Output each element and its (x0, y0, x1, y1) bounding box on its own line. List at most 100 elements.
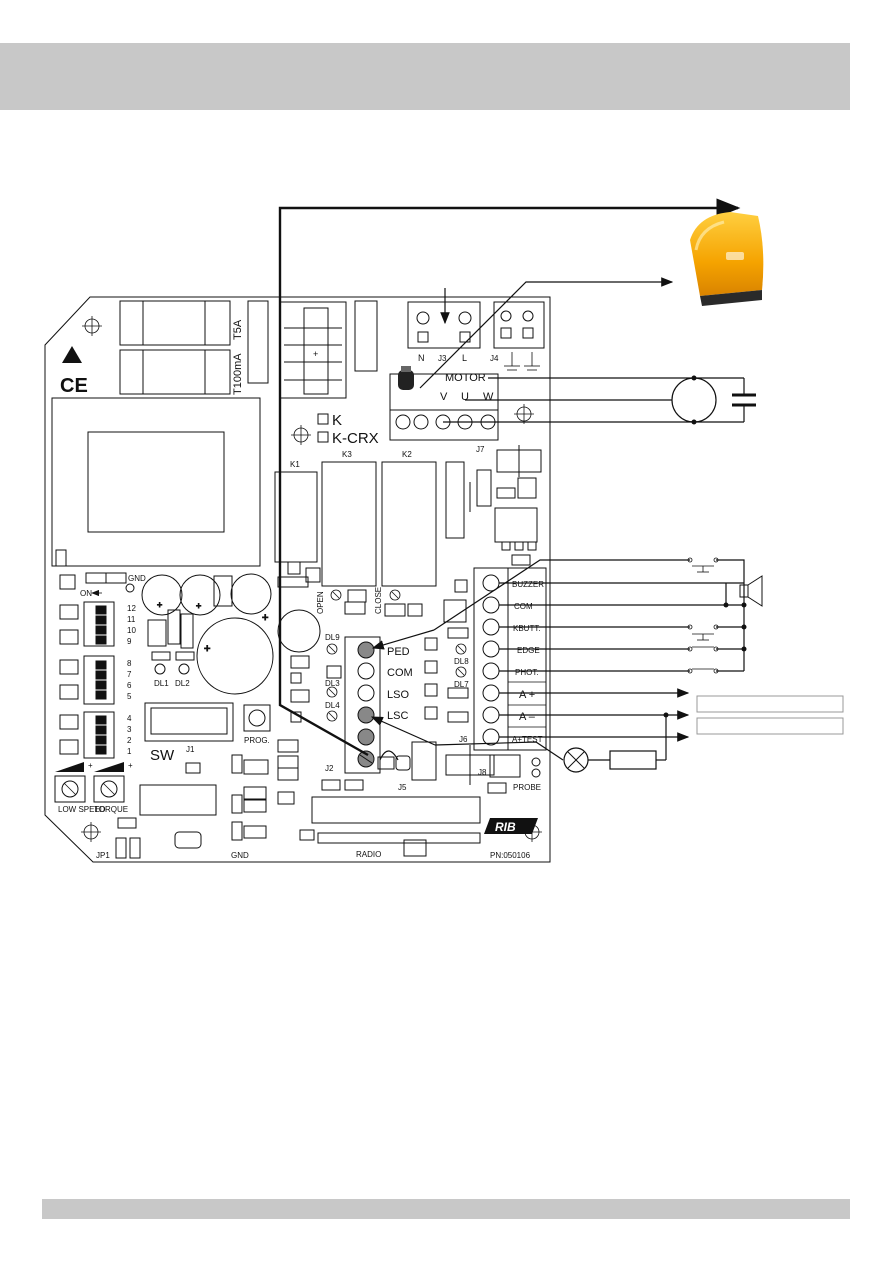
accessory-box-2 (696, 717, 844, 735)
header-band (0, 43, 850, 110)
limit-lso-label: LSO (387, 689, 409, 701)
svg-text:1: 1 (127, 747, 132, 756)
part-number: PN:050106 (490, 851, 531, 860)
accessory-box-1 (696, 695, 844, 713)
footer-band (42, 1199, 850, 1219)
close-label: CLOSE (374, 587, 383, 614)
j3-pin-l: L (462, 353, 467, 363)
svg-text:RIB: RIB (495, 820, 516, 834)
connector-j8 (377, 741, 541, 794)
svg-text:11: 11 (127, 615, 136, 624)
connector-j5 (299, 779, 481, 857)
fuse-holder-icon (398, 366, 414, 390)
dip-switch-top (59, 601, 115, 647)
ped-wire (433, 559, 690, 631)
relay-k1-label: K1 (290, 460, 300, 469)
trimmer-torque (93, 762, 125, 803)
input-atest-label: A+TEST (512, 735, 543, 744)
led-dl3-label: DL3 (325, 679, 340, 688)
limit-com-label: COM (387, 667, 413, 679)
buzzer-icon (739, 575, 763, 607)
led-dl8-label: DL8 (454, 657, 469, 666)
svg-text:9: 9 (127, 637, 132, 646)
limit-ped-label: PED (387, 646, 410, 658)
svg-text:+: + (204, 643, 210, 655)
component-block (247, 300, 269, 384)
relay-k3-label: K3 (342, 450, 352, 459)
ce-mark: CE (60, 375, 88, 397)
earth-icon (504, 352, 540, 371)
j3-pin-n: N (418, 353, 425, 363)
connector-j1 (144, 702, 234, 742)
j3-label: J3 (438, 354, 447, 363)
led-dl4-label: DL4 (325, 701, 340, 710)
motor-title: MOTOR (445, 372, 486, 384)
led-dl2-label: DL2 (175, 679, 190, 688)
input-wiring (499, 582, 745, 672)
courtesy-lamp-wiring (434, 715, 667, 770)
lamp-common-wire (419, 277, 674, 389)
j7-label: J7 (476, 445, 485, 454)
svg-text:+: + (196, 601, 201, 611)
brand-logo: RIB (484, 818, 538, 834)
dip-on-label: ON (80, 589, 92, 598)
trimmer-low-label: LOW SPEED (58, 805, 106, 814)
svg-text:2: 2 (127, 736, 132, 745)
j6-label: J6 (459, 735, 468, 744)
motor-pin-w: W (483, 391, 494, 403)
courtesy-lamp-icon (563, 747, 589, 773)
dip-header (59, 572, 135, 593)
prog-label: PROG. (244, 736, 270, 745)
relay-k2-label: K2 (402, 450, 412, 459)
pcb-outline (44, 296, 551, 863)
fuse-main-label: T5A (232, 319, 244, 340)
input-phot-label: PHOT. (515, 668, 539, 677)
transformer (51, 397, 261, 567)
sw-label: SW (150, 747, 175, 764)
j2-label: J2 (325, 764, 334, 773)
option-k-box (317, 413, 329, 425)
fuse-aux-label: T100mA (232, 353, 244, 395)
motor-wiring (443, 377, 756, 423)
j7-components (469, 445, 542, 566)
svg-text:3: 3 (127, 725, 132, 734)
input-edge-label: EDGE (517, 646, 540, 655)
flashing-lamp-icon (690, 212, 764, 306)
trimmer-torque-label: TORQUE (94, 805, 128, 814)
limit-lsc-label: LSC (387, 710, 408, 722)
component-block (326, 665, 342, 679)
j4-label: J4 (490, 354, 499, 363)
option-kcrx-box (317, 431, 329, 443)
j1-label: J1 (186, 745, 195, 754)
connector-j2 (344, 636, 381, 774)
radio-label: RADIO (356, 850, 381, 859)
svg-text:10: 10 (127, 626, 136, 635)
relay-k3 (321, 461, 377, 587)
open-label: OPEN (316, 591, 325, 614)
component-block (354, 300, 378, 372)
component-block (55, 549, 67, 567)
led-dl1-label: DL1 (154, 679, 169, 688)
svg-text:12: 12 (127, 604, 136, 613)
component-block (185, 762, 201, 774)
svg-text:8: 8 (127, 659, 132, 668)
component-block (445, 461, 465, 539)
small-components-left (147, 609, 195, 675)
j5-label: J5 (398, 783, 407, 792)
prog-button (243, 704, 271, 732)
svg-text:+: + (157, 600, 162, 610)
esd-warning-icon (62, 346, 82, 363)
motor-pin-u: U (461, 391, 469, 403)
svg-text:5: 5 (127, 692, 132, 701)
led-dl9-label: DL9 (325, 633, 340, 642)
svg-text:6: 6 (127, 681, 132, 690)
jp1-label: JP1 (96, 851, 110, 860)
option-kcrx-label: K-CRX (332, 430, 379, 447)
connector-j3 (407, 301, 481, 349)
connector-j4 (493, 301, 545, 349)
input-kbutt-label: KBUTT. (513, 624, 541, 633)
j8-label: J8 (478, 768, 487, 777)
gnd-label-top: GND (128, 574, 146, 583)
svg-text:+: + (88, 761, 93, 770)
